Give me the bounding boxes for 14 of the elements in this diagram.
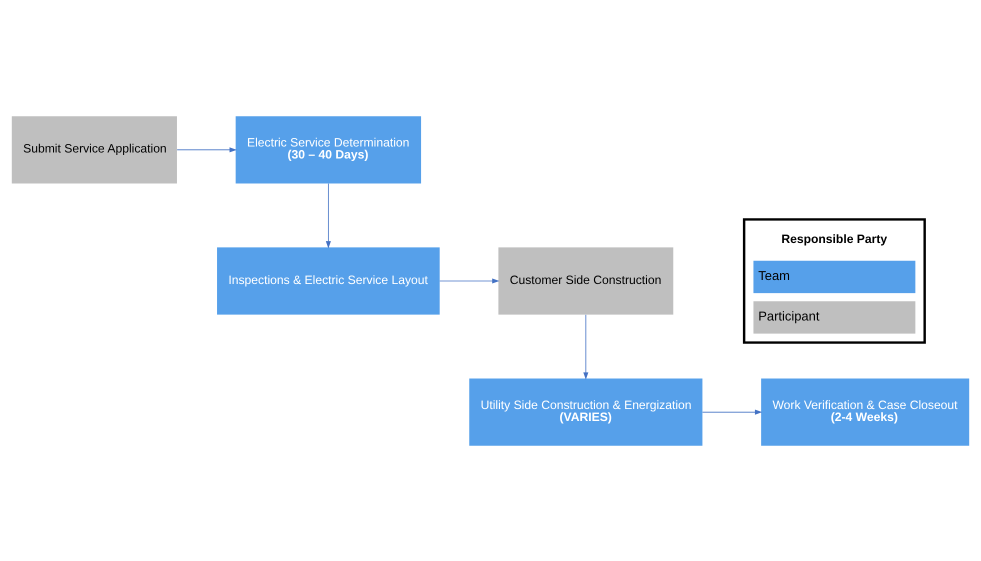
node-box: Customer Side Construction <box>498 246 674 314</box>
node-box: Electric Service Determination (30 – 40 Days) <box>236 116 422 183</box>
arrow <box>176 146 237 152</box>
arrow <box>326 182 331 248</box>
label: Responsible Party <box>781 231 888 246</box>
arrow <box>439 278 500 284</box>
node-box: Work Verification & Case Closeout (2-4 Weeks) <box>761 378 970 446</box>
node-box: Utility Side Construction & Energization (VARIES) <box>469 378 702 446</box>
legend-label: Participant <box>758 308 820 324</box>
node-box: Inspections & Electric Service Layout <box>217 246 440 314</box>
node-box: Submit Service Application <box>12 116 177 183</box>
arrow <box>702 409 762 414</box>
legend-label: Team <box>758 268 790 283</box>
arrow <box>583 314 588 380</box>
